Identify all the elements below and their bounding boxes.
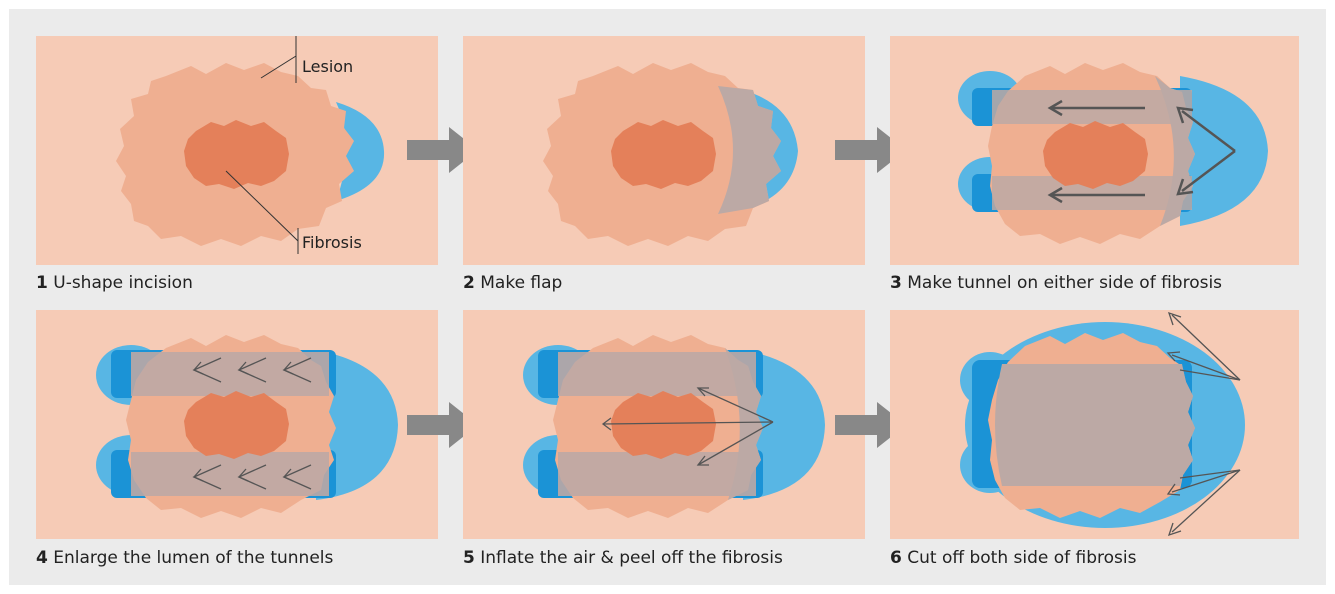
- step-number: 2: [463, 273, 475, 293]
- step-text: Enlarge the lumen of the tunnels: [53, 548, 333, 568]
- panel-6: [890, 310, 1299, 539]
- caption-2: 2 Make flap: [463, 273, 562, 293]
- caption-3: 3 Make tunnel on either side of fibrosis: [890, 273, 1222, 293]
- caption-6: 6 Cut off both side of fibrosis: [890, 548, 1137, 568]
- caption-5: 5 Inflate the air & peel off the fibrosi…: [463, 548, 783, 568]
- step-number: 6: [890, 548, 902, 568]
- panel-1: Lesion Fibrosis: [36, 36, 438, 265]
- resected-specimen: [995, 364, 1195, 486]
- step-text: U-shape incision: [53, 273, 193, 293]
- fibrosis-core: [611, 391, 716, 459]
- fibrosis-core: [184, 391, 289, 459]
- panel-2: [463, 36, 865, 265]
- step-number: 4: [36, 548, 48, 568]
- figure-background: Lesion Fibrosis 1 U-shape incision 2 Mak…: [9, 9, 1326, 585]
- fibrosis-core: [611, 120, 716, 189]
- step-text: Cut off both side of fibrosis: [907, 548, 1136, 568]
- step-text: Make flap: [480, 273, 562, 293]
- panel-4: [36, 310, 438, 539]
- fibrosis-core: [1043, 121, 1148, 189]
- step-text: Inflate the air & peel off the fibrosis: [480, 548, 783, 568]
- caption-1: 1 U-shape incision: [36, 273, 193, 293]
- caption-4: 4 Enlarge the lumen of the tunnels: [36, 548, 333, 568]
- step-text: Make tunnel on either side of fibrosis: [907, 273, 1222, 293]
- step-number: 5: [463, 548, 475, 568]
- fibrosis-label: Fibrosis: [302, 233, 362, 252]
- step-number: 3: [890, 273, 902, 293]
- panel-3: [890, 36, 1299, 265]
- lesion-label: Lesion: [302, 57, 353, 76]
- fibrosis-core: [184, 120, 289, 189]
- panel-5: [463, 310, 865, 539]
- step-number: 1: [36, 273, 48, 293]
